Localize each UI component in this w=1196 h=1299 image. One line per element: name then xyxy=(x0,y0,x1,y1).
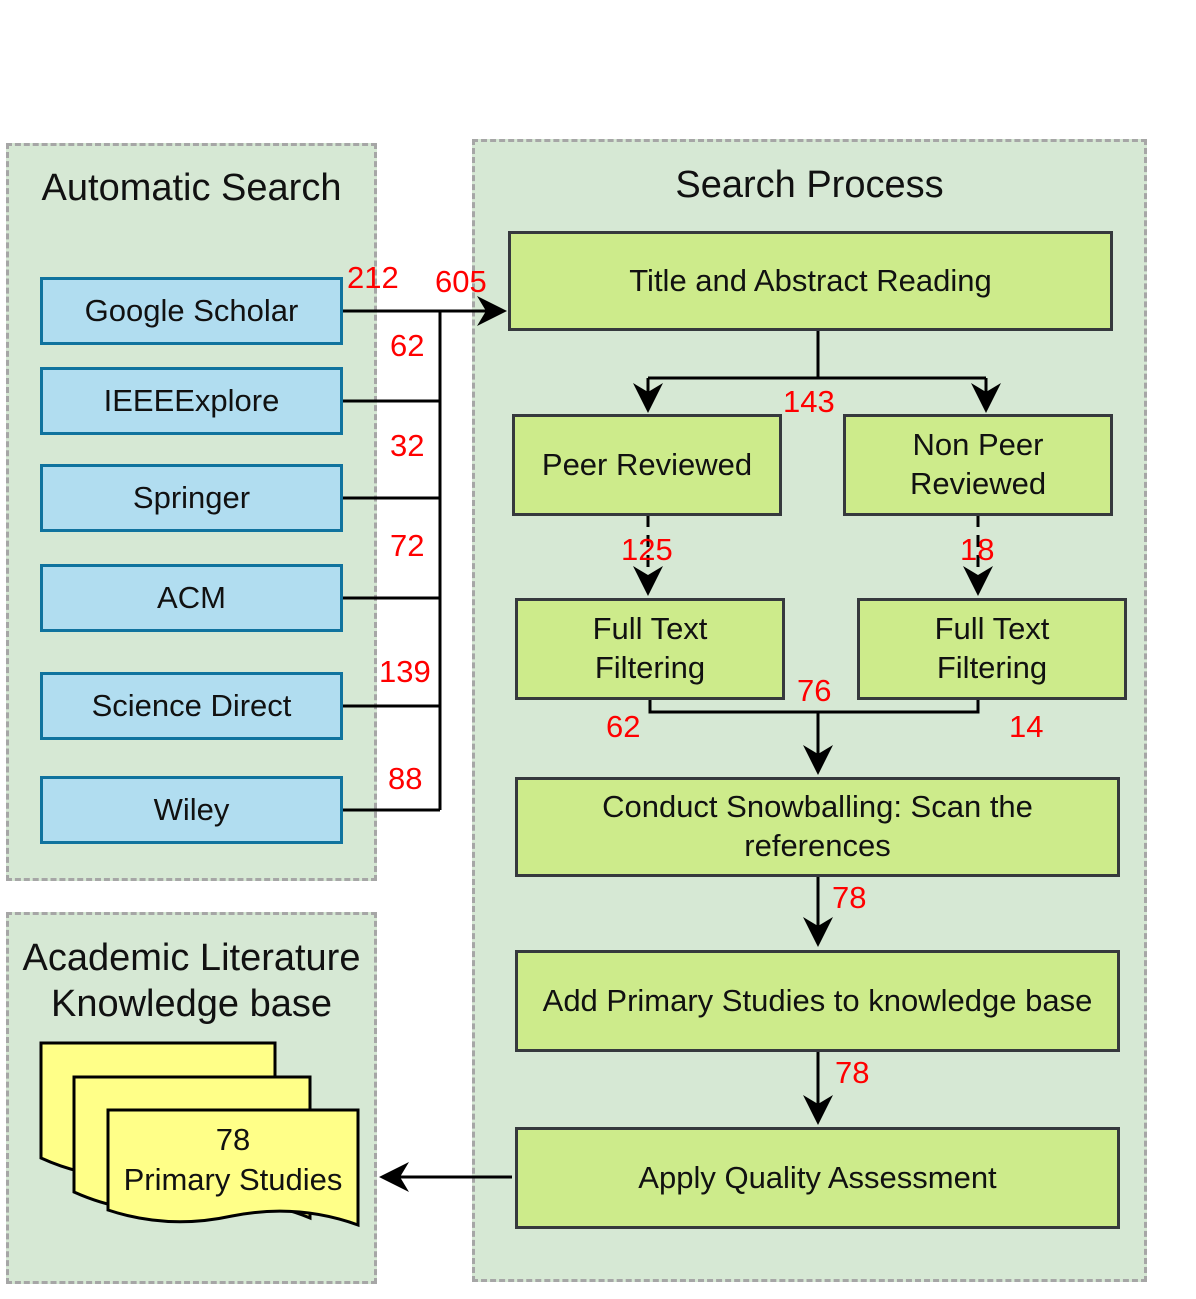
count-peer: 125 xyxy=(621,532,673,567)
step-full-text-left: Full Text Filtering xyxy=(515,598,785,700)
documents-count: 78 xyxy=(215,1122,251,1157)
step-full-text-right: Full Text Filtering xyxy=(857,598,1127,700)
count-merged: 76 xyxy=(797,673,832,708)
count-science-direct: 139 xyxy=(379,654,431,689)
source-google-scholar: Google Scholar xyxy=(40,277,343,345)
count-snowball: 78 xyxy=(832,880,867,915)
source-acm: ACM xyxy=(40,564,343,632)
step-peer-reviewed: Peer Reviewed xyxy=(512,414,782,516)
count-ieeexplore: 62 xyxy=(390,328,425,363)
automatic-search-title: Automatic Search xyxy=(41,167,342,209)
document-sheet-front xyxy=(106,1108,360,1228)
count-full-left: 62 xyxy=(606,709,641,744)
count-acm: 72 xyxy=(390,528,425,563)
count-springer: 32 xyxy=(390,428,425,463)
source-ieeexplore: IEEEExplore xyxy=(40,367,343,435)
source-wiley: Wiley xyxy=(40,776,343,844)
wire-title-split xyxy=(648,330,986,380)
step-non-peer-reviewed: Non Peer Reviewed xyxy=(843,414,1113,516)
step-title-abstract: Title and Abstract Reading xyxy=(508,231,1113,331)
step-quality-assessment: Apply Quality Assessment xyxy=(515,1127,1120,1229)
count-google-scholar: 212 xyxy=(347,260,399,295)
source-springer: Springer xyxy=(40,464,343,532)
knowledge-base-title: Academic Literature Knowledge base xyxy=(22,937,361,1025)
count-wiley: 88 xyxy=(388,761,423,796)
count-full-right: 14 xyxy=(1009,709,1044,744)
count-added: 78 xyxy=(835,1055,870,1090)
count-non-peer: 18 xyxy=(960,532,995,567)
count-after-title: 143 xyxy=(783,384,835,419)
count-total: 605 xyxy=(435,264,487,299)
wire-merge xyxy=(648,699,980,714)
step-add-primary: Add Primary Studies to knowledge base xyxy=(515,950,1120,1052)
source-science-direct: Science Direct xyxy=(40,672,343,740)
documents-label: Primary Studies xyxy=(123,1162,343,1197)
search-process-title: Search Process xyxy=(675,164,944,206)
step-snowballing: Conduct Snowballing: Scan the references xyxy=(515,777,1120,877)
